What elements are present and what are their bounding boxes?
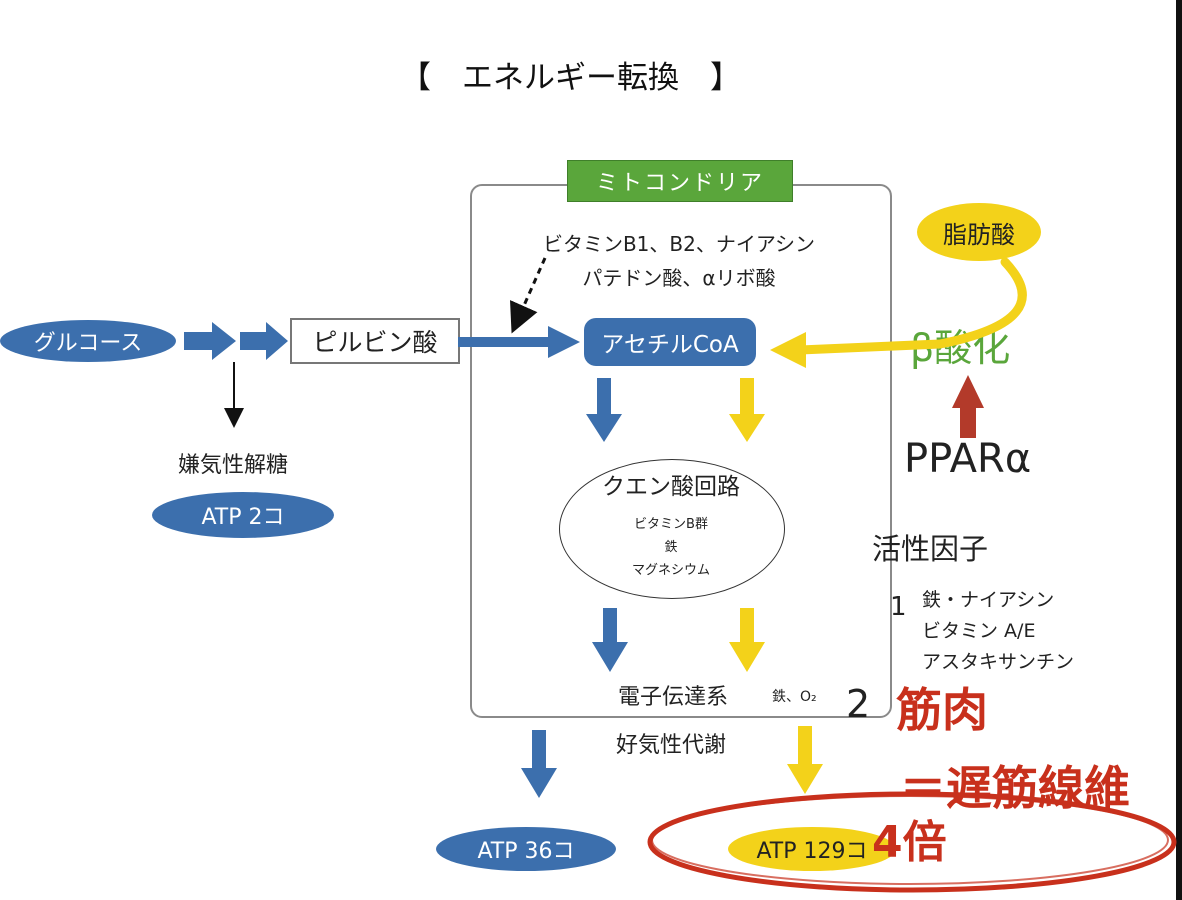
- glucose-node: グルコース: [0, 320, 176, 362]
- acetyl-coa-node: アセチルCoA: [584, 318, 756, 366]
- pyruvate-label: ピルビン酸: [312, 328, 438, 357]
- yellow-arrow-acetyl-to-tca: [729, 378, 765, 442]
- red-highlight-circle: [647, 791, 1177, 893]
- blue-arrow-pyruvate-to-acetyl: [458, 326, 580, 358]
- electron-transport-cofactors: 鉄、O₂: [772, 689, 817, 705]
- right-edge-bar: [1176, 0, 1182, 900]
- yellow-arrowhead-acetyl: [770, 332, 806, 368]
- blue-arrow-glucose-1: [184, 322, 236, 360]
- anaerobic-glycolysis-label: 嫌気性解糖: [178, 453, 289, 478]
- active-factor-label: 活性因子: [872, 532, 989, 566]
- factor-line-3: アスタキサンチン: [922, 651, 1075, 673]
- mitochondria-box: [470, 184, 892, 718]
- blue-arrow-to-atp-36: [521, 730, 557, 798]
- page-title: 【 エネルギー転換 】: [400, 60, 741, 96]
- factor-line-1: 鉄・ナイアシン: [922, 589, 1055, 611]
- four-times-label: 4倍: [872, 817, 947, 868]
- yellow-arrow-tca-to-etc: [729, 608, 765, 672]
- factor-number-1: 1: [890, 592, 907, 622]
- glucose-label: グルコース: [33, 331, 143, 356]
- mitochondria-label: ミトコンドリア: [567, 160, 793, 202]
- aerobic-metabolism-label: 好気性代謝: [616, 733, 727, 758]
- atp-anaerobic-node: ATP 2コ: [152, 492, 334, 538]
- atp-carb-label: ATP 36コ: [477, 839, 575, 864]
- blue-arrow-tca-to-etc: [592, 608, 628, 672]
- atp-anaerobic-label: ATP 2コ: [201, 505, 285, 530]
- tca-cofactor-2: 鉄: [664, 540, 678, 555]
- atp-fat-label: ATP 129コ: [756, 839, 868, 864]
- yellow-arrow-to-atp-129: [787, 726, 823, 794]
- blue-arrow-glucose-2: [240, 322, 288, 360]
- tca-cofactor-1: ビタミンB群: [634, 517, 708, 532]
- factor-line-2: ビタミン A/E: [922, 620, 1036, 642]
- atp-fat-node: ATP 129コ: [728, 827, 896, 871]
- dotted-cofactor-arrow: [510, 257, 547, 334]
- tca-cycle-node: [559, 459, 785, 599]
- yellow-curve-fatty-acid: [795, 257, 1027, 355]
- fatty-acid-node: 脂肪酸: [917, 203, 1041, 261]
- vitamins-line-2: パテドン酸、αリボ酸: [582, 266, 776, 290]
- atp-carb-node: ATP 36コ: [436, 827, 616, 871]
- tca-cycle-title: クエン酸回路: [602, 474, 740, 500]
- factor-number-2: 2: [846, 682, 871, 726]
- electron-transport-label: 電子伝達系: [618, 685, 729, 710]
- blue-arrow-acetyl-to-tca: [586, 378, 622, 442]
- muscle-label: 筋肉: [896, 683, 988, 737]
- vitamins-line-1: ビタミンB1、B2、ナイアシン: [542, 232, 816, 256]
- tca-cofactor-3: マグネシウム: [631, 563, 711, 578]
- red-highlight-circle-inner: [651, 795, 1169, 885]
- fatty-acid-label: 脂肪酸: [943, 220, 1015, 249]
- acetyl-coa-label: アセチルCoA: [601, 332, 739, 358]
- red-up-arrow-ppar: [952, 375, 984, 438]
- ppar-alpha-label: PPARα: [904, 436, 1032, 482]
